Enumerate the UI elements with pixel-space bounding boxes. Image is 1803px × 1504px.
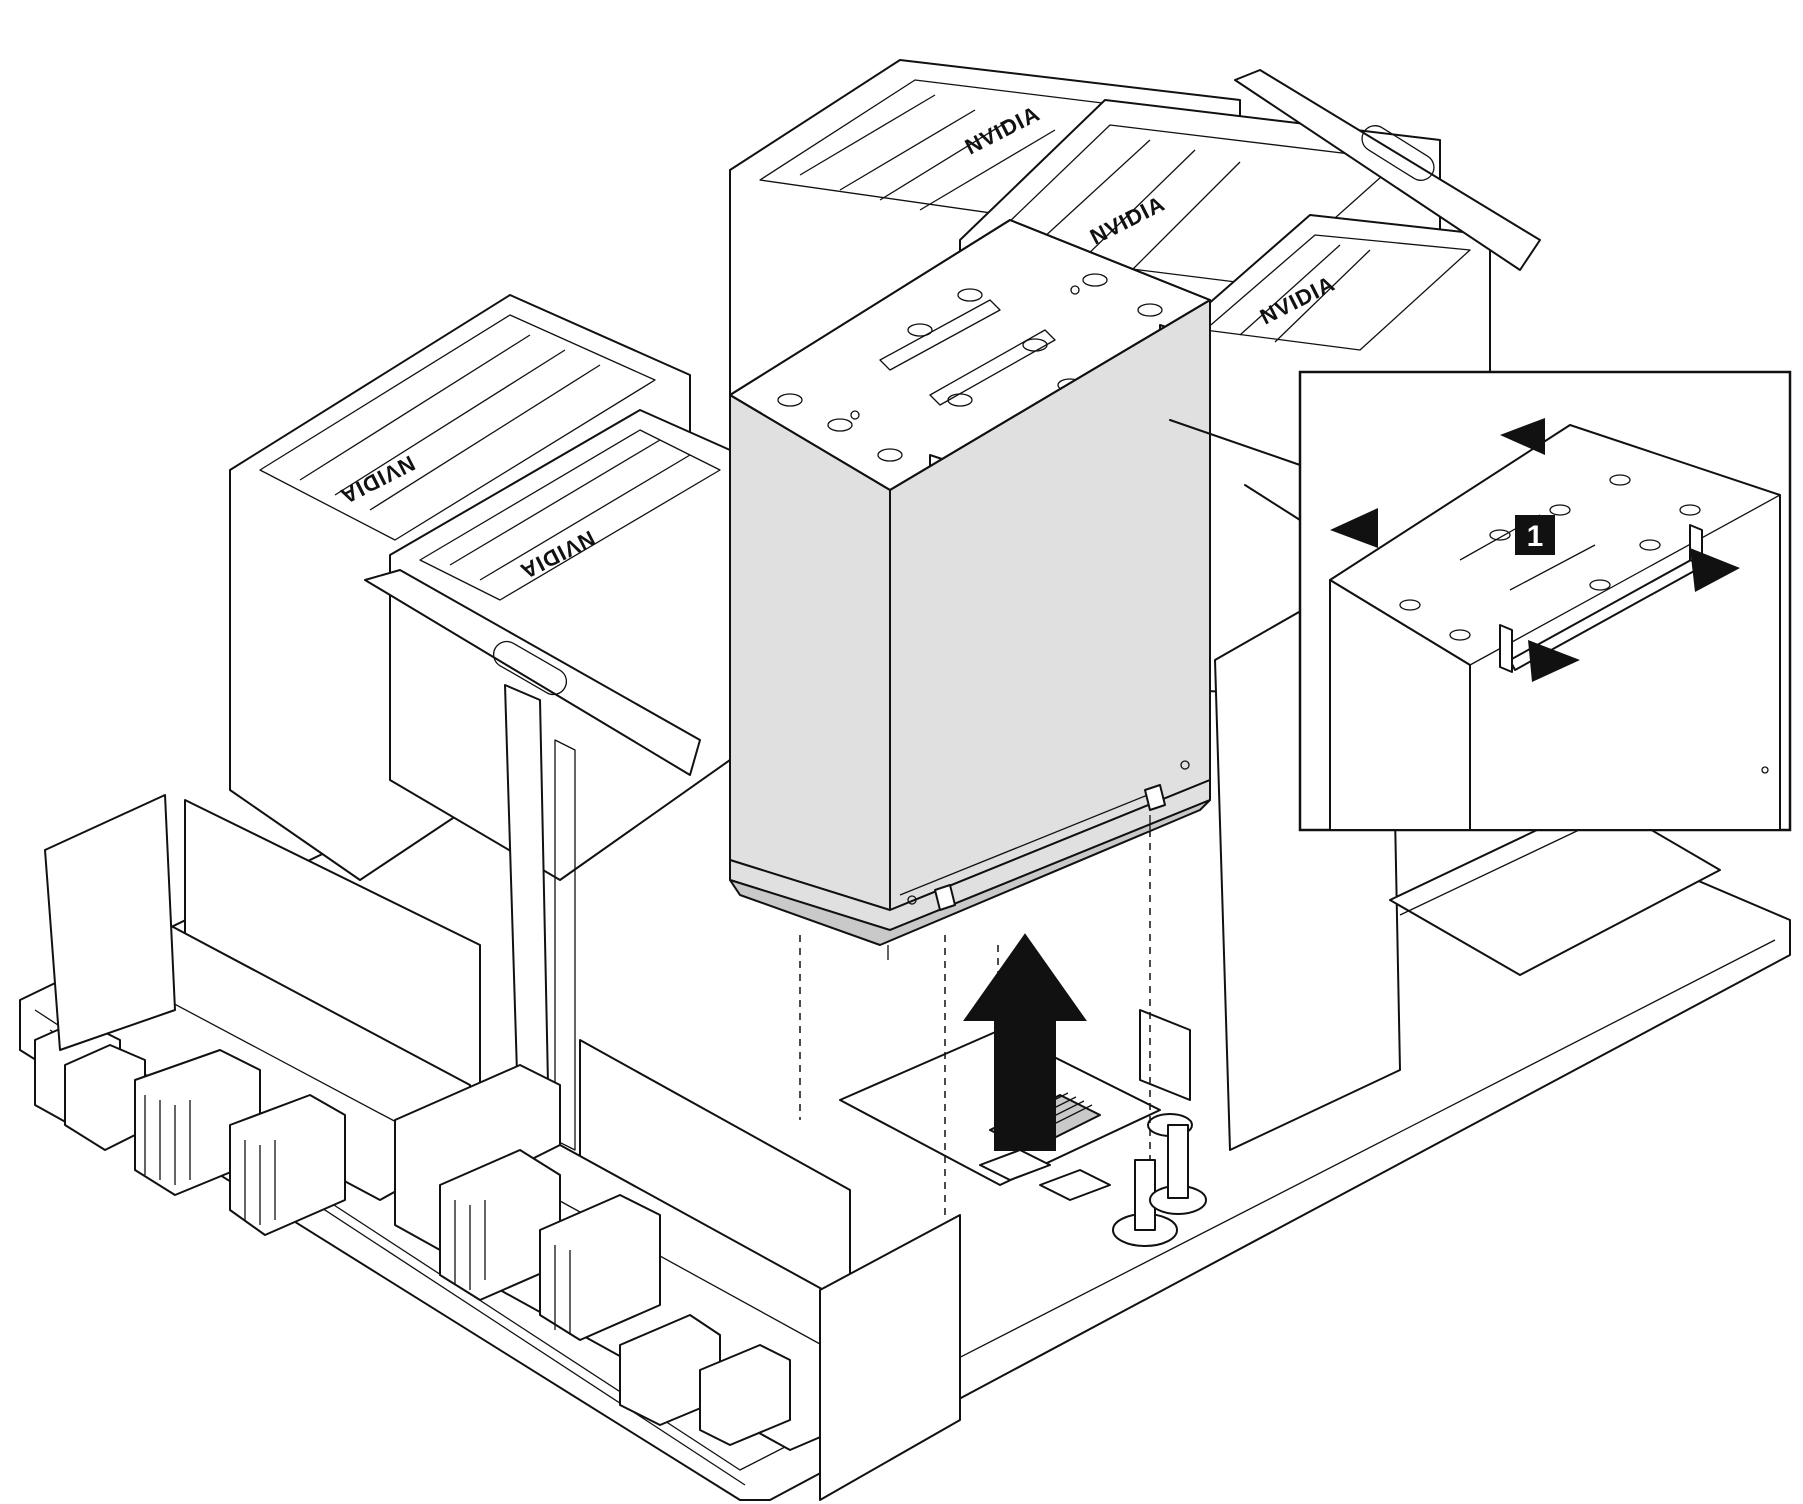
retaining-bar-right (1234, 69, 1541, 271)
up-arrow-icon (963, 933, 1087, 1151)
connector-board-left (34, 794, 561, 1251)
gpu-module-left-front: NVIDIA (389, 409, 731, 881)
pointer-triangle-icon (1528, 640, 1580, 682)
gpu-module-highlighted (729, 219, 1211, 960)
connector-board-right (439, 1039, 961, 1501)
detail-inset: 1 (1169, 370, 1792, 832)
callout-badge: 1 (1515, 515, 1555, 555)
pointer-triangle-icon (1500, 418, 1545, 455)
pointer-triangle-icon (1330, 508, 1378, 548)
pointer-triangle-icon (1690, 548, 1740, 592)
callout-label: 1 (1527, 520, 1544, 553)
